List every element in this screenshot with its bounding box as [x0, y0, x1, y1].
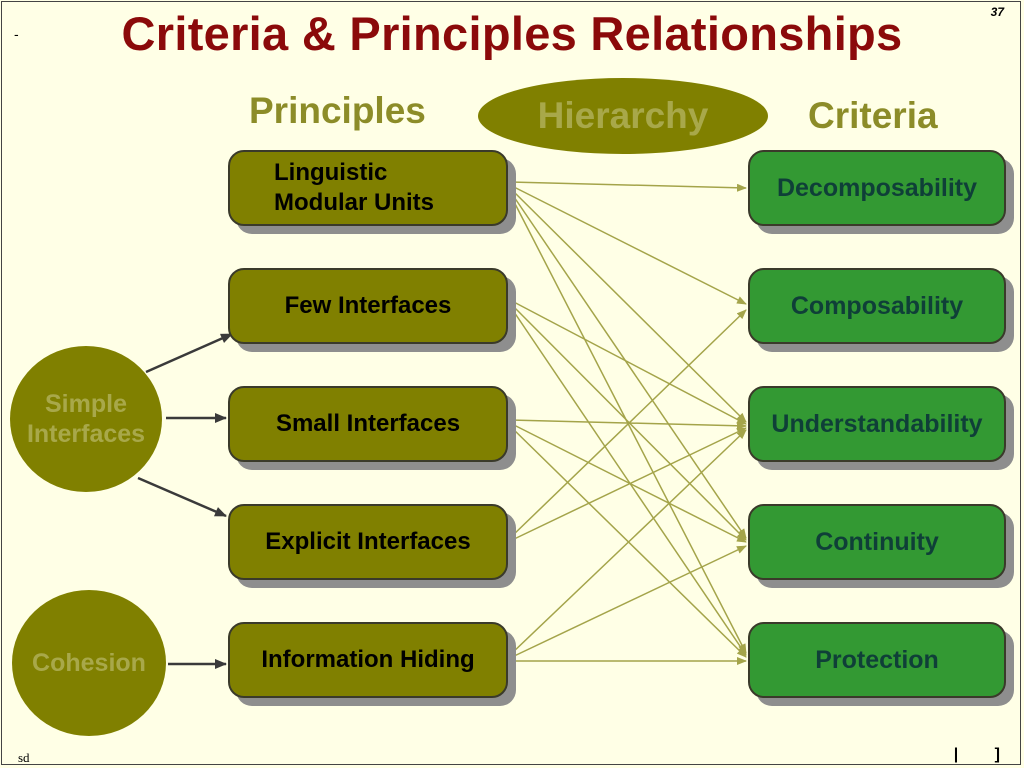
relationship-arrow-hiding-to-continuity [509, 545, 747, 659]
principle-linguistic-modular-units: Linguistic Modular Units [228, 150, 508, 226]
relationship-arrow-explicit-to-understandability [509, 427, 747, 542]
principle-small-interfaces: Small Interfaces [228, 386, 508, 462]
slide-title: Criteria & Principles Relationships [121, 7, 903, 60]
circle-arrow-simple-to-explicit [137, 476, 227, 518]
principle-explicit-interfaces: Explicit Interfaces [228, 504, 508, 580]
criteria-heading: Criteria [808, 95, 938, 136]
relationship-arrow-few-to-continuity [509, 302, 747, 541]
principle-label-line-2: Modular Units [274, 189, 434, 216]
circle-label-line-1: Simple [45, 390, 127, 418]
relationship-arrow-few-to-protection [509, 305, 747, 656]
circle-arrow-simple-to-few [145, 332, 233, 374]
criterion-understandability: Understandability [748, 386, 1006, 462]
page-number: 37 [990, 5, 1004, 19]
relationship-arrow-linguistic-to-continuity [509, 190, 747, 539]
circle-label-line-2: Interfaces [26, 420, 146, 448]
circle-label: Cohesion [32, 649, 146, 677]
criterion-label: Continuity [815, 527, 939, 556]
principle-information-hiding: Information Hiding [228, 622, 508, 698]
hierarchy-label: Hierarchy [537, 95, 709, 136]
criterion-composability: Composability [748, 268, 1006, 344]
criterion-protection: Protection [748, 622, 1006, 698]
principle-label: Information Hiding [261, 646, 475, 673]
relationship-arrow-few-to-understandability [509, 299, 747, 425]
criterion-decomposability: Decomposability [748, 150, 1006, 226]
relationship-arrow-linguistic-to-understandability [509, 187, 747, 423]
criterion-label: Decomposability [776, 173, 978, 202]
principle-label: Few Interfaces [284, 292, 452, 319]
criterion-label: Composability [790, 291, 964, 320]
footer-right-marks: | ] [953, 746, 1016, 763]
relationship-arrow-linguistic-to-composability [509, 184, 747, 305]
footer-left-text: sd [18, 750, 30, 765]
relationship-arrow-small-to-continuity [509, 422, 747, 543]
principle-label-line-1: Linguistic [274, 159, 388, 186]
corner-mark: - [14, 26, 19, 42]
relationship-arrow-linguistic-to-decomposability [509, 181, 747, 192]
principle-label: Explicit Interfaces [265, 528, 471, 555]
criterion-label: Understandability [771, 409, 983, 438]
criterion-label: Protection [815, 645, 939, 674]
principle-label: Small Interfaces [275, 410, 461, 437]
simple-interfaces-circle: Simple Interfaces [10, 346, 162, 492]
relationship-arrow-explicit-to-composability [509, 309, 747, 539]
hierarchy-ellipse: Hierarchy [478, 78, 768, 154]
relationship-arrow-hiding-to-understandability [509, 429, 747, 656]
principles-heading: Principles [249, 90, 426, 131]
cohesion-circle: Cohesion [12, 590, 166, 736]
criterion-continuity: Continuity [748, 504, 1006, 580]
principle-few-interfaces: Few Interfaces [228, 268, 508, 344]
